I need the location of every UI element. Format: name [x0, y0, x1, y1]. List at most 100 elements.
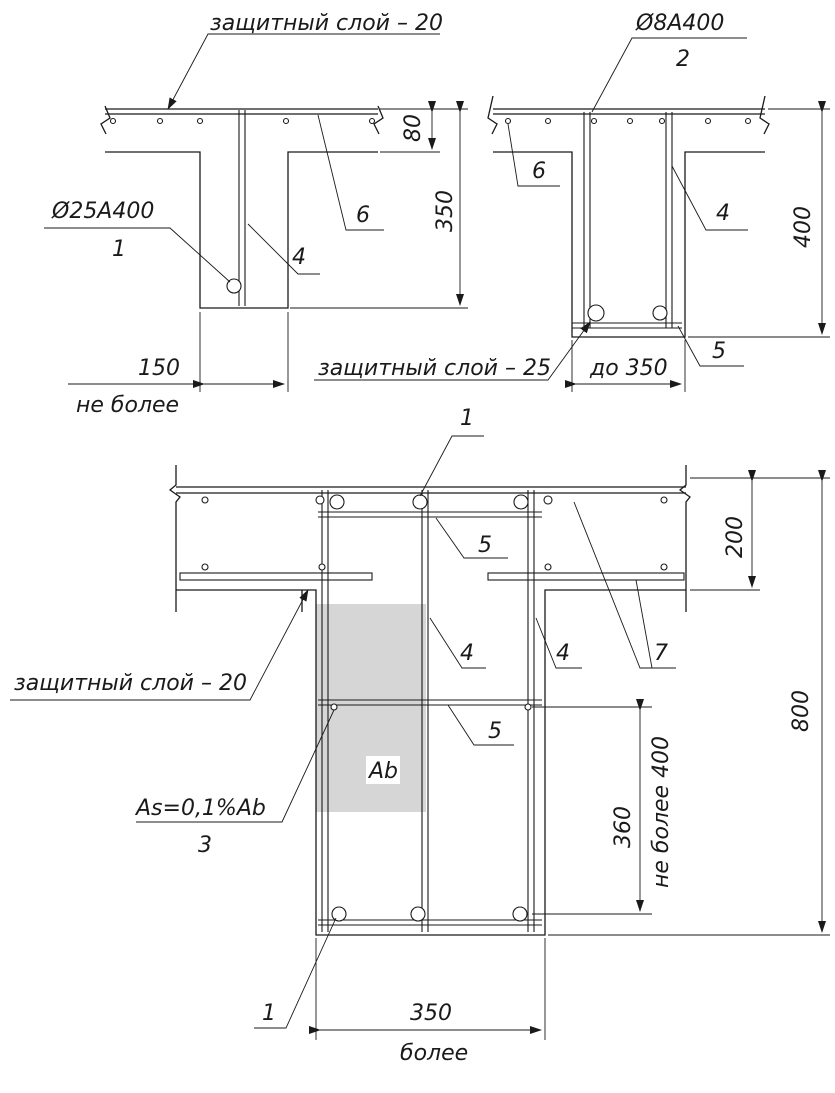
section-c-break-right: [678, 465, 691, 612]
section-a-pos-mesh: 6: [356, 203, 370, 228]
section-b-top-bar: [504, 117, 512, 125]
section-c-dim-height: 800: [789, 690, 814, 732]
section-a-dim-width-note: не более: [76, 393, 179, 418]
section-c-side-rebar: As=0,1%Ab: [134, 796, 266, 821]
section-b-bottom-bar: [587, 304, 605, 322]
section-c-pos1-bottom-leader: [254, 917, 337, 1029]
section-c-dim-slab: 200: [723, 516, 748, 558]
section-a-dim-height: 350: [433, 190, 458, 232]
section-b: Ø8А400 2 6 4 5 400 защитный слой – 25 до…: [314, 11, 830, 392]
section-c-dim-width: 350: [410, 1001, 452, 1026]
section-a-break-right: [373, 105, 384, 135]
section-c-stirrup-mid: [421, 490, 429, 932]
section-a-beam-outline: [105, 151, 378, 309]
section-a-rebar-main: Ø25А400: [51, 199, 154, 224]
section-b-top-bar: [626, 117, 634, 125]
section-a-top-bar: [196, 117, 204, 125]
section-c-bottom-bar: [410, 906, 426, 922]
section-a: защитный слой – 20 Ø25А400 1 4 6 80 350 …: [44, 11, 468, 418]
section-c-bottom-bar: [331, 906, 347, 922]
section-c-pos-tie-top: 5: [478, 533, 492, 558]
section-a-cover-leader: [167, 33, 440, 110]
section-b-rebar-top: Ø8А400: [635, 11, 724, 36]
section-a-main-bar: [226, 278, 242, 294]
section-b-pos-top: 2: [676, 47, 690, 72]
section-a-top-bar: [282, 117, 290, 125]
section-c-slab-bar: [318, 563, 326, 571]
section-c-side-leader: [136, 709, 335, 823]
section-c-pos5-mid-leader: [447, 704, 514, 746]
section-c-slab-bar: [201, 496, 209, 504]
section-c-pos-stirrup-right: 4: [556, 641, 570, 666]
section-c-slab-bar: [201, 563, 209, 571]
section-c-pos4-left-leader: [429, 617, 486, 669]
section-b-cover-leader: [314, 321, 591, 381]
section-b-dim-height: 400: [791, 206, 816, 248]
section-c: Ab: [10, 406, 830, 1066]
section-a-rebar-leader: [44, 227, 231, 283]
section-c-pos4-right-leader: [535, 617, 582, 669]
section-b-rebar-leader: [591, 37, 747, 113]
section-b-dim-width: до 350: [589, 356, 668, 381]
section-c-area-label-bg: [366, 756, 400, 784]
section-c-slab-bar: [660, 563, 668, 571]
section-b-top-bar: [590, 117, 598, 125]
section-b-cover-bottom: защитный слой – 25: [318, 356, 551, 381]
section-a-stirrup: [238, 110, 246, 306]
section-c-side-bar: [330, 703, 338, 711]
section-a-cover-top: защитный слой – 20: [210, 11, 443, 36]
section-b-top-bar: [744, 117, 752, 125]
section-c-slab-bar: [544, 563, 552, 571]
section-a-dim-slab: 80: [401, 114, 426, 142]
section-b-break-left: [487, 95, 498, 135]
section-c-tie-bottom: [318, 919, 542, 926]
section-c-pos-side: 3: [198, 833, 212, 858]
section-b-pos-mesh: 6: [532, 159, 546, 184]
section-c-pos1-top-leader: [419, 435, 484, 497]
section-a-top-bar: [109, 117, 117, 125]
section-b-pos6-leader: [507, 123, 560, 187]
section-b-top-bar: [544, 117, 552, 125]
section-c-cover-leader: [10, 589, 309, 701]
section-c-stirrup-right: [527, 490, 535, 932]
section-a-pos4-leader: [247, 223, 320, 275]
section-c-dim350-ext: [315, 938, 546, 1040]
section-b-bottom-bar: [652, 305, 668, 321]
section-c-dim-width-note: более: [400, 1041, 468, 1066]
section-c-break-left: [168, 465, 181, 612]
section-c-slab-bar: [543, 495, 553, 505]
section-c-bottom-bar: [512, 906, 528, 922]
section-b-stirrup-right: [665, 112, 673, 328]
section-b-top-bar: [704, 117, 712, 125]
section-c-dim360-ext: [532, 706, 652, 915]
section-c-slab-bar: [315, 495, 325, 505]
section-c-area-label: Ab: [367, 759, 398, 784]
section-b-stirrup-left: [583, 112, 591, 328]
section-a-pos-main: 1: [112, 237, 126, 262]
section-c-pos-top-bar: 1: [460, 406, 474, 431]
section-c-beam-outline: [176, 589, 686, 936]
section-c-dim200-ext: [690, 477, 830, 591]
section-c-flange-bar-right: [487, 572, 685, 581]
section-c-pos-stirrup-left: 4: [460, 641, 474, 666]
section-c-dim-spacing: 360: [611, 806, 636, 848]
section-c-slab-bar: [660, 496, 668, 504]
section-c-side-bar: [524, 703, 532, 711]
section-c-tie-mid: [318, 699, 542, 706]
section-a-pos-stirrup: 4: [292, 245, 306, 270]
section-a-dim-width: 150: [138, 356, 180, 381]
section-c-pos7-leader: [573, 501, 676, 669]
section-b-pos5-leader: [677, 325, 744, 367]
section-b-break-right: [759, 95, 770, 135]
section-a-break-left: [100, 105, 111, 135]
section-c-pos-flange: 7: [654, 641, 668, 666]
section-c-cover-side: защитный слой – 20: [14, 671, 247, 696]
section-c-top-bar: [329, 494, 345, 510]
section-c-pos5-top-leader: [435, 517, 508, 559]
section-a-top-bar: [156, 117, 164, 125]
section-a-top-bar: [368, 117, 376, 125]
section-c-flange-bar-left: [179, 572, 373, 581]
section-b-top-bar: [658, 117, 666, 125]
section-a-pos6-leader: [317, 114, 384, 231]
section-b-pos4-leader: [671, 165, 748, 231]
